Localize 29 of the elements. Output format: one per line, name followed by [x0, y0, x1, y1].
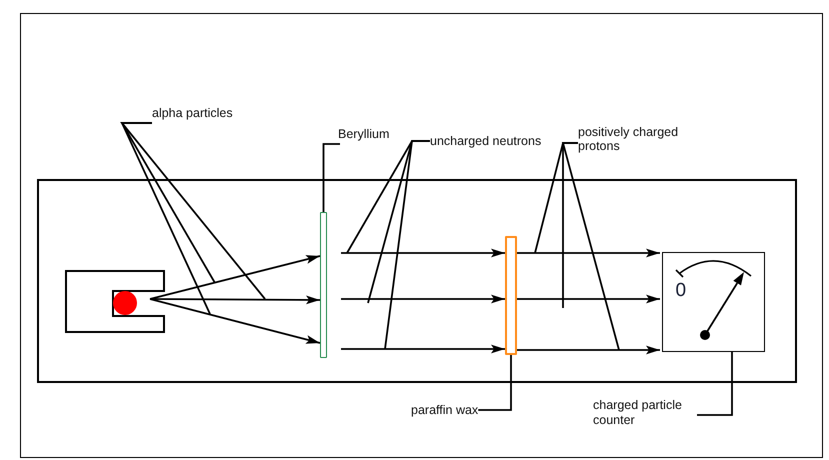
paraffin-wax-block — [505, 236, 517, 355]
arrow — [341, 294, 505, 304]
leader-line — [120, 122, 266, 300]
leader-line — [384, 140, 430, 350]
radioactive-source — [113, 291, 137, 315]
arrow — [341, 248, 505, 258]
leader-line — [562, 142, 620, 350]
leader-line — [120, 122, 211, 314]
arrow — [517, 248, 660, 258]
particle-counter — [662, 252, 765, 352]
leader-line — [322, 143, 340, 212]
arrow — [150, 255, 320, 300]
callout-label: uncharged neutrons — [430, 131, 542, 151]
callout-label: charged particle counter — [593, 398, 697, 428]
callout-label: positively charged protons — [578, 125, 690, 153]
arrow — [517, 294, 660, 304]
callout-label: alpha particles — [152, 103, 233, 123]
callout-label: Beryllium — [338, 124, 390, 144]
arrow — [517, 346, 660, 354]
arrow — [341, 344, 505, 354]
arrow — [150, 296, 320, 304]
leader-line — [120, 122, 216, 284]
callout-label: paraffin wax — [411, 400, 478, 420]
beryllium-foil — [320, 212, 327, 358]
dial-scale-number: 0 — [676, 280, 686, 300]
leader-line — [478, 355, 512, 411]
apparatus-chamber — [37, 179, 797, 383]
leader-line — [697, 352, 733, 416]
arrow — [150, 298, 320, 344]
